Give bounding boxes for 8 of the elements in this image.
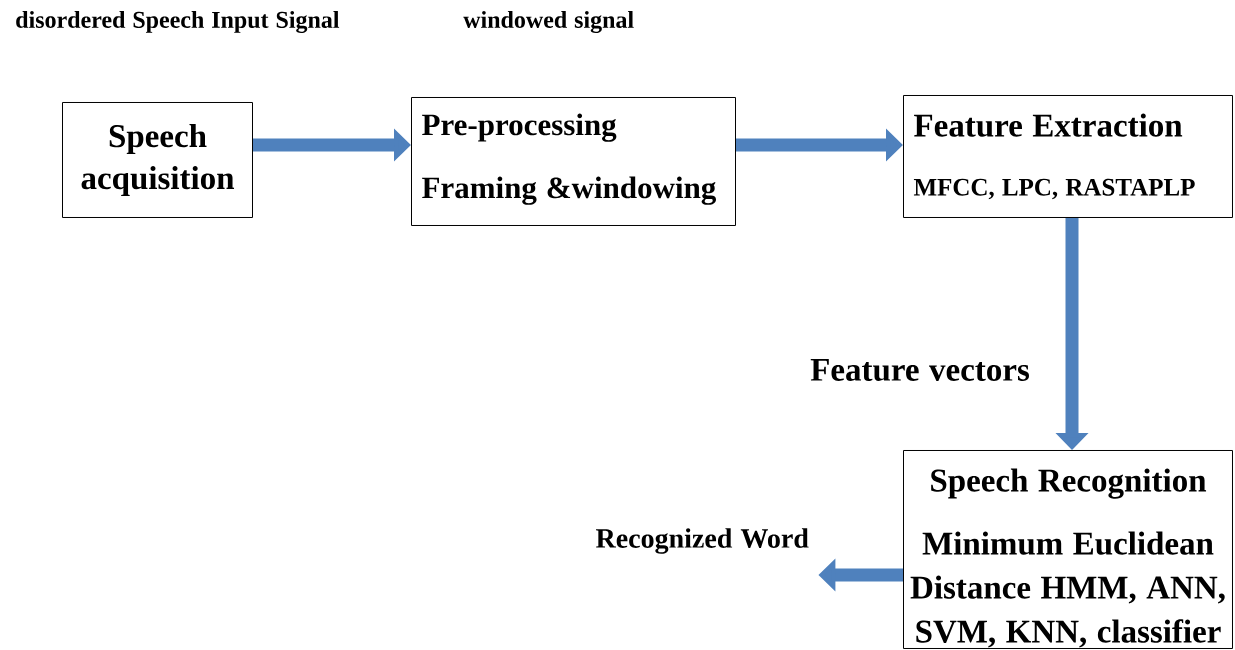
signal-label: windowed signal <box>463 11 634 33</box>
signal-label: disordered Speech Input Signal <box>16 11 340 33</box>
edge-label: Feature vectors <box>810 359 1029 381</box>
process-box: Speech Recognition Minimum Euclidean Distance HMM, ANN, SVM, KNN, classifier <box>903 450 1233 649</box>
output-text: Recognized Word <box>596 528 809 554</box>
process-box: Speech acquisition <box>62 102 253 218</box>
process-box: Pre-processing Framing &windowing <box>411 97 736 226</box>
process-box: Feature Extraction MFCC, LPC, RASTAPLP <box>903 95 1233 218</box>
